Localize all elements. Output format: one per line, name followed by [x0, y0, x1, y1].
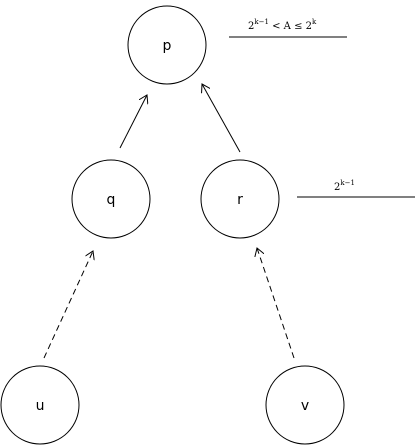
- node-p-label: p: [163, 38, 172, 54]
- node-u-circle: [0, 365, 80, 445]
- annotation-p-middle: < A ≤ 2: [269, 21, 312, 32]
- annotation-p-base-left: 2: [248, 21, 254, 32]
- edge-v-to-r: [257, 248, 295, 359]
- node-q-circle: [71, 159, 151, 239]
- annotation-p-exp-right: k: [312, 18, 317, 26]
- node-u: u: [0, 365, 80, 445]
- node-r-label: r: [237, 192, 243, 208]
- annotation-p-exp-left: k−1: [254, 18, 269, 26]
- node-p: p: [127, 5, 207, 85]
- node-p-circle: [127, 5, 207, 85]
- node-v-label: v: [301, 398, 309, 414]
- node-q-label: q: [107, 192, 116, 208]
- node-q: q: [71, 159, 151, 239]
- annotation-p-range: 2k−1 < A ≤ 2k: [248, 18, 317, 32]
- node-r-circle: [200, 159, 280, 239]
- annotation-r-base: 2: [334, 182, 340, 193]
- node-v-circle: [265, 365, 345, 445]
- edge-u-to-q: [43, 251, 93, 359]
- annotation-r-value: 2k−1: [334, 179, 355, 193]
- node-u-label: u: [36, 398, 45, 414]
- edge-q-to-p: [119, 95, 147, 149]
- annotation-r-exp: k−1: [340, 179, 355, 187]
- node-r: r: [200, 159, 280, 239]
- node-v: v: [265, 365, 345, 445]
- edge-r-to-p: [202, 84, 241, 153]
